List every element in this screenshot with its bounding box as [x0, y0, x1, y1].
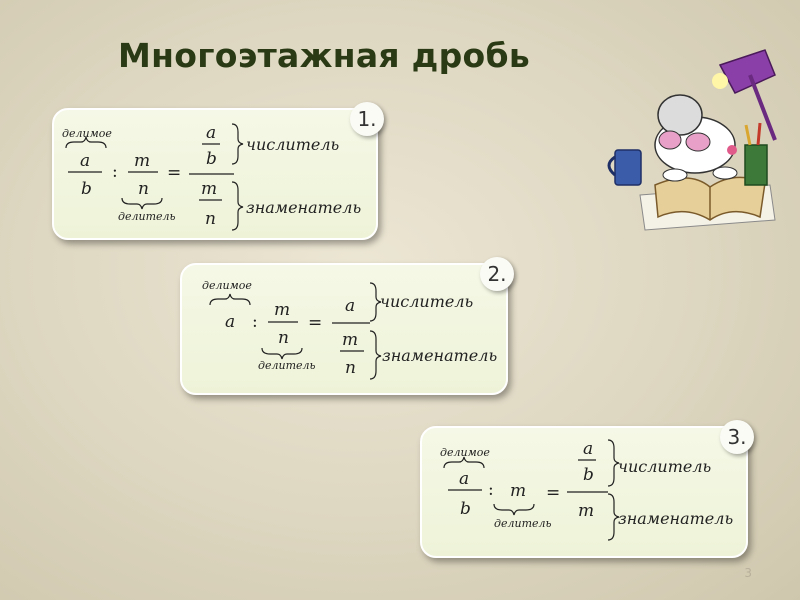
colon-sign: :	[488, 480, 494, 500]
var-m: m	[134, 151, 150, 171]
numerator-label: числитель	[618, 457, 711, 476]
var-m: m	[578, 501, 594, 521]
var-b: b	[81, 179, 92, 199]
numerator-brace	[369, 282, 382, 322]
page-number: 3	[744, 566, 752, 580]
formula-card-2: делимое a : m n делитель = a m n числите…	[180, 257, 514, 395]
var-n: n	[138, 179, 149, 199]
var-n: n	[345, 358, 356, 378]
var-a: a	[80, 151, 90, 171]
formula-2: делимое a : m n делитель = a m n числите…	[202, 279, 497, 380]
dividend-brace	[209, 293, 251, 306]
formula-3: делимое a b : m делитель = a b m числите…	[440, 439, 733, 541]
denominator-brace	[231, 181, 244, 231]
equals-sign: =	[308, 313, 322, 333]
equals-sign: =	[546, 483, 560, 503]
var-m: m	[201, 179, 217, 199]
numerator-brace	[231, 123, 244, 165]
var-n: n	[278, 328, 289, 348]
formula-card-3: делимое a b : m делитель = a b m числите…	[420, 420, 754, 558]
var-a: a	[583, 439, 593, 459]
var-a: a	[459, 469, 469, 489]
divisor-brace	[261, 347, 303, 360]
var-b: b	[206, 149, 217, 169]
divisor-label: делитель	[118, 210, 176, 223]
var-m: m	[342, 330, 358, 350]
denominator-label: знаменатель	[382, 346, 497, 365]
var-m: m	[510, 481, 526, 501]
var-b: b	[460, 499, 471, 519]
divisor-brace	[121, 197, 163, 210]
colon-sign: :	[112, 162, 118, 182]
card-number-badge: 2.	[480, 257, 514, 291]
var-a: a	[225, 312, 235, 332]
var-a: a	[206, 123, 216, 143]
var-a: a	[345, 296, 355, 316]
formula-1: делимое a b : m n делитель = a b m n чис…	[62, 123, 361, 231]
dividend-brace	[443, 456, 485, 469]
var-n: n	[205, 209, 216, 229]
numerator-label: числитель	[246, 135, 339, 154]
dividend-label: делимое	[440, 446, 490, 459]
dividend-label: делимое	[202, 279, 252, 292]
equals-sign: =	[167, 163, 181, 183]
denominator-label: знаменатель	[618, 509, 733, 528]
mouse-reading-illustration	[607, 49, 777, 231]
dividend-label: делимое	[62, 127, 112, 140]
denominator-brace	[607, 493, 620, 541]
denominator-label: знаменатель	[246, 198, 361, 217]
card-number-badge: 3.	[720, 420, 754, 454]
divisor-brace	[493, 503, 535, 516]
divisor-label: делитель	[258, 359, 316, 372]
formula-card-1: делимое a b : m n делитель = a b m n чис…	[52, 102, 384, 240]
slide-title: Многоэтажная дробь	[118, 36, 531, 75]
numerator-label: числитель	[380, 292, 473, 311]
card-number-badge: 1.	[350, 102, 384, 136]
denominator-brace	[369, 330, 382, 380]
dividend-brace	[65, 136, 107, 149]
colon-sign: :	[252, 312, 258, 332]
divisor-label: делитель	[494, 517, 552, 530]
numerator-brace	[607, 439, 620, 487]
var-b: b	[583, 465, 594, 485]
var-m: m	[274, 300, 290, 320]
